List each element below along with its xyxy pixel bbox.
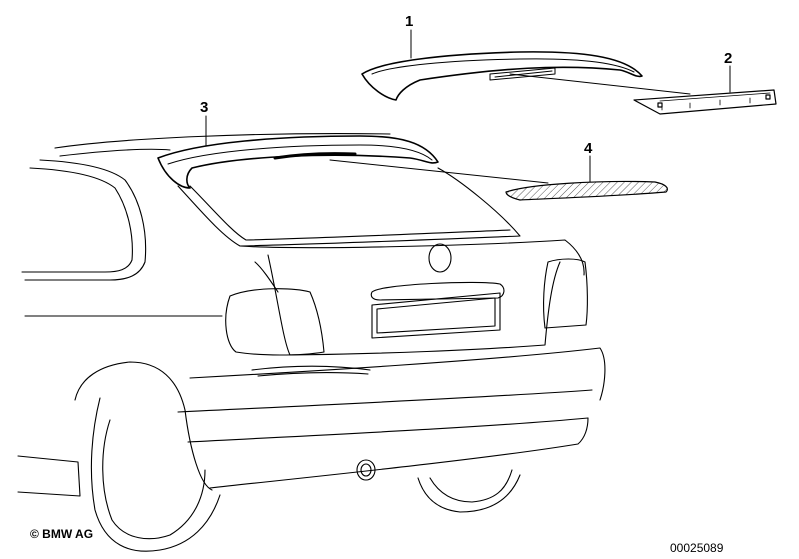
car-rear-body [17,133,606,552]
roof-spoiler-installed [157,135,439,189]
brake-light-lens [505,180,668,201]
part-4-connector [329,159,549,184]
callout-4: 4 [584,140,593,157]
document-number: 00025089 [670,541,724,555]
third-brake-light [633,89,777,115]
callout-2: 2 [724,50,733,67]
leader-lines [205,29,731,184]
part-2-connector [509,73,691,95]
rear-spoiler [361,51,643,101]
copyright-notice: © BMW AG [30,527,94,541]
callout-1: 1 [405,13,414,30]
callout-3: 3 [200,99,209,116]
